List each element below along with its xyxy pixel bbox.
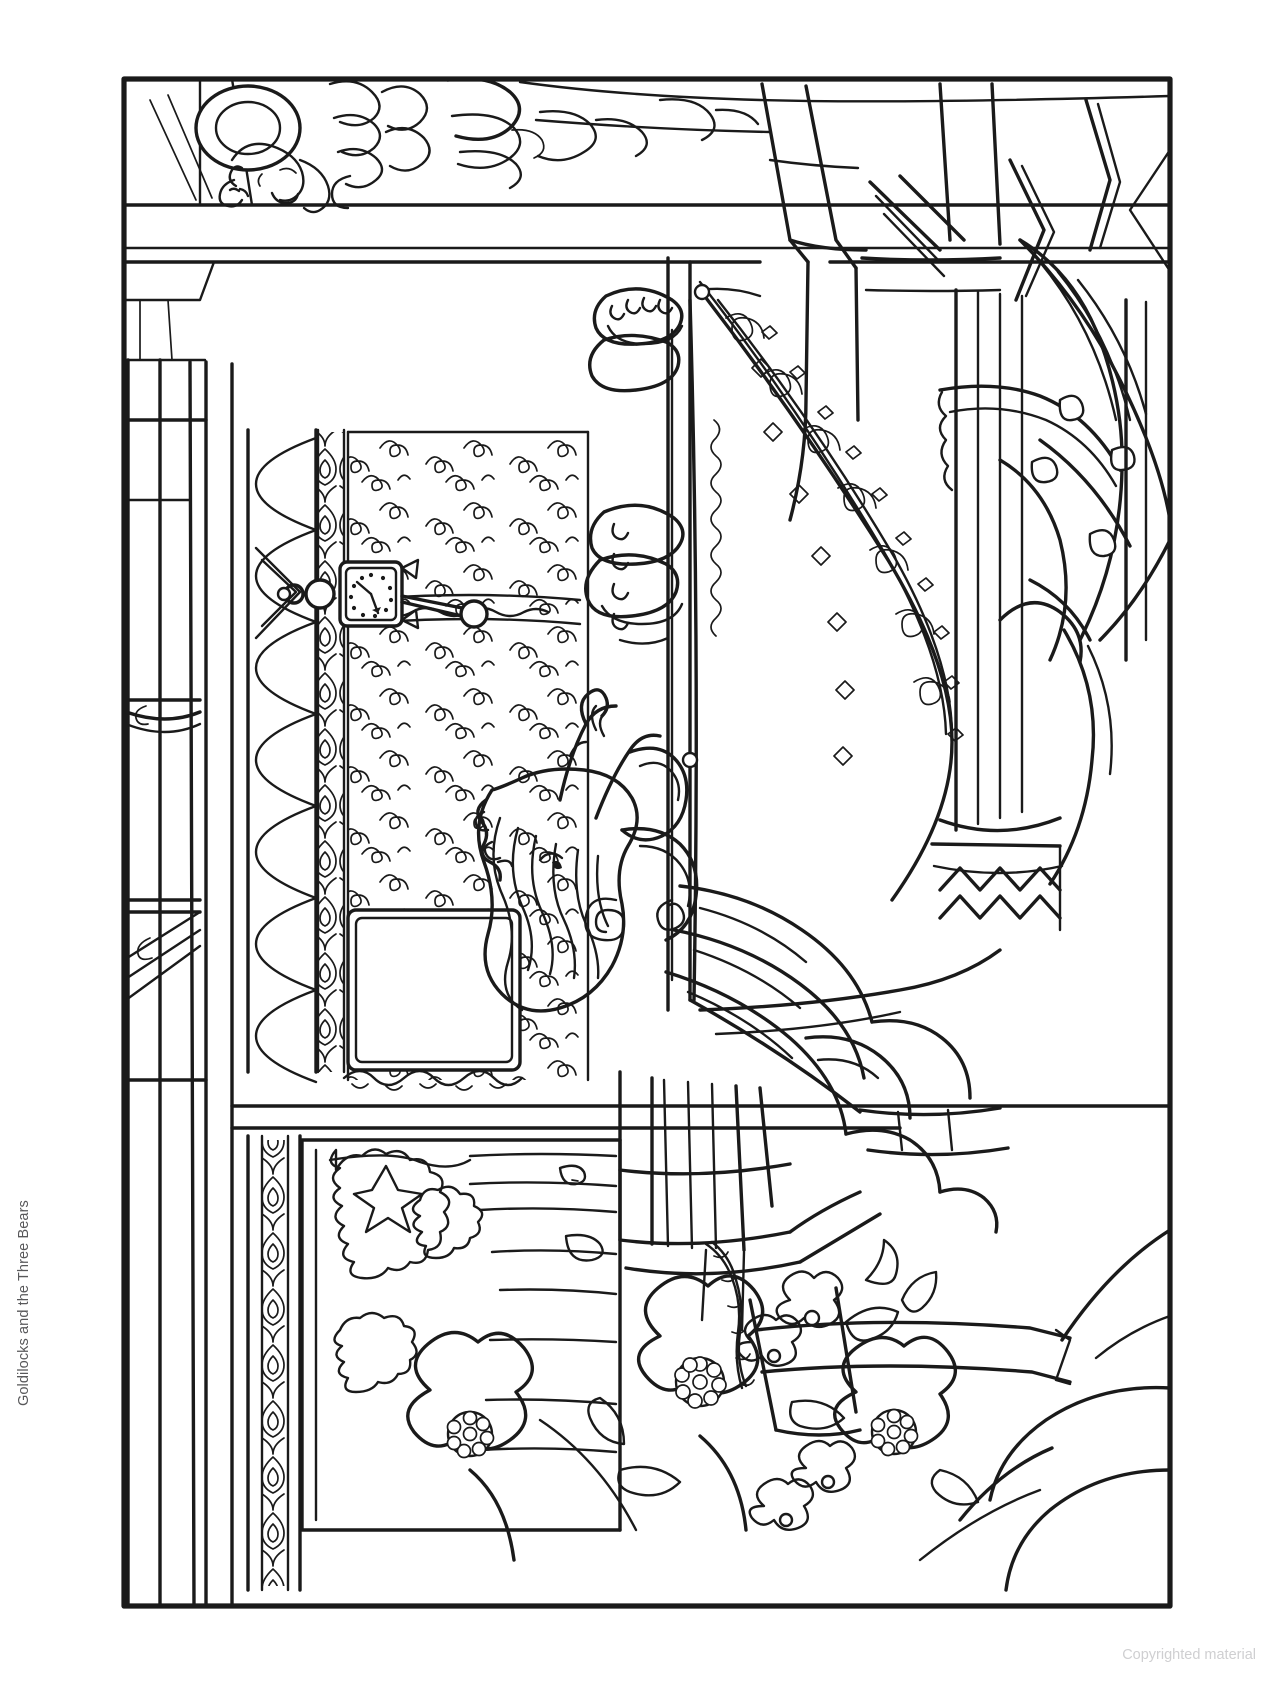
lattice-panel	[342, 908, 524, 1091]
book-title-margin-label: Goldilocks and the Three Bears	[16, 1200, 32, 1406]
tablecloth-motifs	[681, 280, 964, 769]
ceiling-beams-group	[124, 79, 1170, 362]
ground-contours	[918, 1446, 1054, 1562]
flower-bouquet	[406, 1238, 980, 1562]
scalloped-valance	[246, 428, 346, 1084]
tablecloth-scroll-border	[725, 313, 951, 706]
dining-table	[666, 256, 1002, 1114]
porridge-bowls	[584, 287, 685, 645]
illustration-frame	[121, 76, 1173, 1609]
flower-center-dots	[674, 1356, 727, 1409]
floor-curves	[988, 1228, 1170, 1592]
scalloped-valance-lower	[230, 1104, 1170, 1592]
clock-hand-hour	[355, 580, 373, 596]
wooden-chairs-group	[760, 82, 1170, 522]
tablecloth-diamonds	[751, 358, 855, 766]
goldilocks-figure	[474, 688, 999, 1234]
tablecloth-leaf-buds	[761, 325, 964, 742]
wall-clock	[254, 546, 489, 640]
clock-hour-markers	[348, 572, 394, 619]
goldilocks-chair	[618, 1070, 882, 1332]
window-foliage	[300, 1138, 622, 1532]
bouquet-leaves	[587, 1238, 980, 1506]
shelf-crockery-group	[194, 79, 1170, 214]
log-cabin-wall-left	[124, 358, 234, 1606]
copyright-notice: Copyrighted material	[1122, 1647, 1256, 1663]
quilt-blanket	[937, 238, 1170, 664]
flower-cluster-small	[736, 1270, 857, 1531]
cat-figurine	[228, 158, 331, 214]
flower-large-2	[406, 1330, 534, 1459]
table-leg-lower	[858, 1106, 1010, 1157]
